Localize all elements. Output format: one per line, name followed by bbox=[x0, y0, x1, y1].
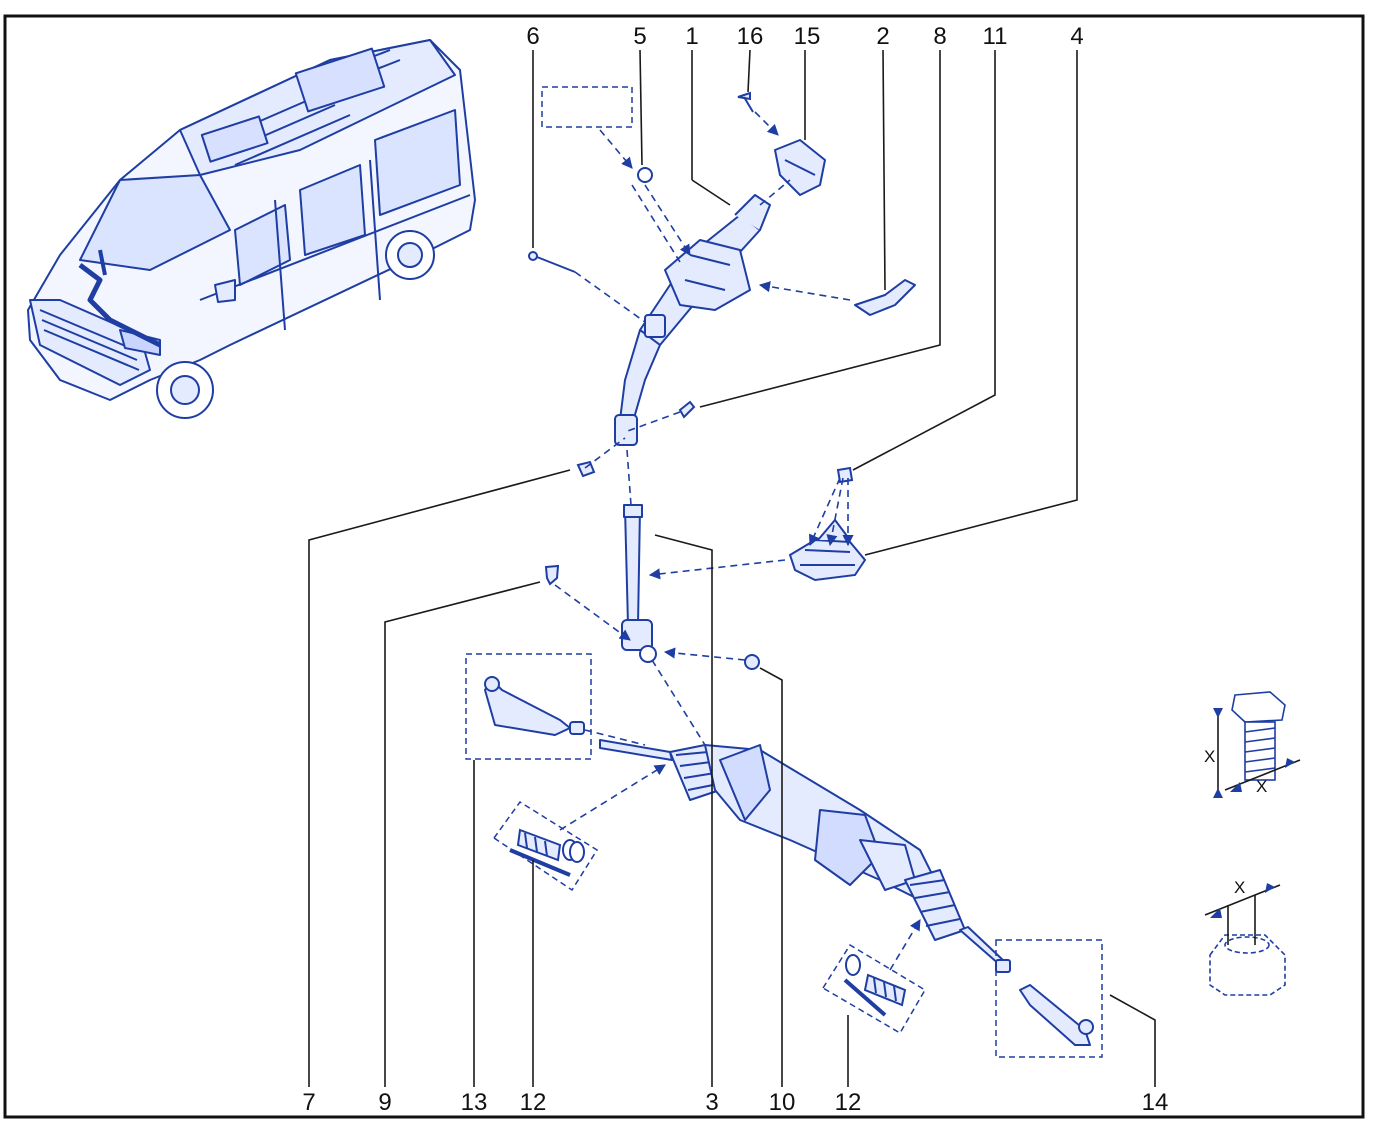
tie-rod-ends bbox=[484, 676, 1094, 1046]
callout-label: 9 bbox=[378, 1089, 391, 1116]
dimension-label: X bbox=[1256, 777, 1267, 796]
callout-label: 10 bbox=[769, 1089, 796, 1116]
callout-label: 8 bbox=[933, 23, 946, 50]
callout-label: 12 bbox=[835, 1089, 862, 1116]
bolt-dimension-detail bbox=[1213, 691, 1301, 798]
callout-label: 11 bbox=[983, 23, 1008, 50]
callout-label: 3 bbox=[705, 1089, 718, 1116]
callout-label: 13 bbox=[461, 1089, 488, 1116]
callout-label: 6 bbox=[526, 23, 539, 50]
callout-label: 12 bbox=[520, 1089, 547, 1116]
callouts-bottom: 7 9 13 12 3 10 12 14 bbox=[302, 1089, 1168, 1116]
callout-label: 14 bbox=[1142, 1089, 1169, 1116]
detail-boxes bbox=[465, 86, 1103, 1058]
callout-label: 5 bbox=[633, 23, 646, 50]
explode-arrows bbox=[554, 111, 921, 971]
callout-label: 16 bbox=[737, 23, 764, 50]
steering-rack-assembly bbox=[599, 739, 1011, 973]
leader-lines bbox=[308, 49, 1156, 1087]
dimension-label: X bbox=[1204, 747, 1215, 766]
callout-label: 7 bbox=[302, 1089, 315, 1116]
callout-label: 1 bbox=[685, 23, 698, 50]
callout-label: 2 bbox=[876, 23, 889, 50]
nut-dimension-detail bbox=[1204, 883, 1286, 996]
callout-label: 4 bbox=[1070, 23, 1083, 50]
steering-column-assembly bbox=[614, 139, 916, 663]
van-illustration bbox=[27, 39, 476, 419]
boot-kits bbox=[509, 828, 907, 1017]
callouts-top: 6 5 1 16 15 2 8 11 4 bbox=[526, 23, 1083, 50]
dimension-label: X bbox=[1234, 878, 1245, 897]
callout-label: 15 bbox=[794, 23, 821, 50]
